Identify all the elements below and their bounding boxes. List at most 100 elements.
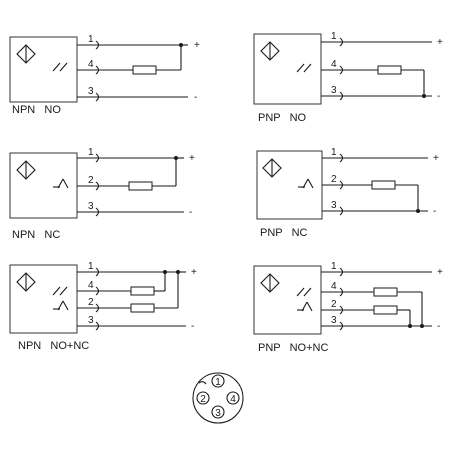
load-resistor — [371, 180, 396, 190]
connector-face — [192, 372, 244, 424]
nc-switch-icon — [297, 301, 313, 312]
no-switch-icon — [52, 62, 68, 72]
pin-number: 1 — [331, 147, 337, 158]
pin-number: 3 — [88, 315, 94, 326]
plug-contact — [339, 287, 344, 297]
proximity-sensor-icon — [260, 273, 280, 293]
plug-contact — [339, 153, 344, 163]
junction-dot — [408, 324, 412, 328]
pin-number: 1 — [88, 261, 94, 272]
diagram-npn-no: 1 4 3 + - NPN NO — [9, 34, 200, 116]
diagram-pnp-nc: 1 2 3 + - PNP NC — [256, 147, 439, 239]
diagram-pnp-no: 1 4 3 + - PNP NO — [253, 31, 443, 124]
load-resistor — [373, 305, 398, 315]
plug-contact — [95, 303, 100, 313]
plug-contact — [339, 321, 344, 331]
polarity-sign: + — [194, 40, 200, 51]
proximity-sensor-icon — [16, 44, 36, 64]
plug-contact — [95, 207, 100, 217]
proximity-sensor-icon — [16, 272, 36, 292]
pin-number: 2 — [331, 174, 337, 185]
pin-number: 1 — [88, 34, 94, 45]
sensor-body — [253, 265, 322, 335]
diagram-caption: PNP NO+NC — [258, 342, 328, 354]
polarity-sign: - — [433, 206, 436, 217]
connector-pin: 2 — [196, 391, 210, 405]
polarity-sign: + — [433, 153, 439, 164]
plug-contact — [95, 153, 100, 163]
diagram-caption: PNP NC — [260, 227, 308, 239]
load-resistor — [132, 65, 157, 75]
connector-pin-number: 4 — [230, 394, 236, 405]
plug-contact — [95, 65, 100, 75]
plug-contact — [339, 267, 344, 277]
pin-number: 2 — [88, 175, 94, 186]
polarity-sign: - — [189, 207, 192, 218]
pin-number: 4 — [88, 280, 94, 291]
polarity-sign: + — [437, 267, 443, 278]
coding-key — [198, 381, 207, 385]
connector-pin-number: 3 — [215, 408, 221, 419]
pin-number: 1 — [88, 147, 94, 158]
nc-switch-icon — [53, 178, 69, 189]
sensor-body — [256, 150, 323, 220]
sensor-body — [9, 36, 78, 103]
diagram-pnp-no-nc: 1 4 2 3 + - PNP NO+NC — [253, 261, 443, 354]
connector-pin: 1 — [211, 374, 225, 388]
plug-contact — [95, 286, 100, 296]
connector-pin-number: 1 — [215, 377, 221, 388]
plug-contact — [95, 321, 100, 331]
junction-dot — [422, 94, 426, 98]
plug-contact — [95, 40, 100, 50]
diagram-caption: PNP NO — [258, 112, 307, 124]
polarity-sign: - — [437, 321, 440, 332]
junction-dot — [416, 209, 420, 213]
sensor-body — [9, 264, 78, 334]
pin-number: 4 — [88, 59, 94, 70]
diagram-npn-nc: 1 2 3 + - NPN NC — [9, 147, 195, 241]
connector-pin: 4 — [226, 391, 240, 405]
plug-contact — [95, 181, 100, 191]
no-switch-icon — [296, 287, 312, 297]
sensor-body — [253, 33, 322, 105]
polarity-sign: + — [189, 153, 195, 164]
sensor-body — [9, 152, 78, 219]
proximity-sensor-icon — [16, 160, 36, 180]
nc-switch-icon — [53, 300, 69, 311]
pin-number: 2 — [88, 297, 94, 308]
diagram-caption: NPN NO — [12, 104, 61, 116]
connector-pin-number: 2 — [200, 394, 206, 405]
load-resistor — [130, 286, 155, 296]
no-switch-icon — [52, 286, 68, 296]
diagram-npn-no-nc: 1 4 2 3 + - NPN NO+NC — [9, 261, 197, 352]
polarity-sign: - — [194, 92, 197, 103]
nc-switch-icon — [298, 178, 314, 189]
polarity-sign: + — [191, 267, 197, 278]
pin-number: 2 — [331, 299, 337, 310]
plug-contact — [339, 305, 344, 315]
load-resistor — [377, 65, 402, 75]
junction-dot — [420, 324, 424, 328]
pin-number: 3 — [331, 200, 337, 211]
pin-number: 4 — [331, 281, 337, 292]
load-resistor — [373, 287, 398, 297]
pin-number: 3 — [88, 86, 94, 97]
pin-number: 3 — [88, 201, 94, 212]
connector-pin: 3 — [211, 405, 225, 419]
polarity-sign: + — [437, 37, 443, 48]
pin-number: 4 — [331, 59, 337, 70]
plug-contact — [339, 91, 344, 101]
no-switch-icon — [296, 63, 312, 73]
pin-number: 3 — [331, 85, 337, 96]
load-resistor — [128, 181, 153, 191]
pin-number: 1 — [331, 261, 337, 272]
pin-number: 1 — [331, 31, 337, 42]
pin-number: 3 — [331, 315, 337, 326]
polarity-sign: - — [437, 91, 440, 102]
plug-contact — [339, 206, 344, 216]
polarity-sign: - — [191, 321, 194, 332]
proximity-sensor-icon — [262, 158, 282, 178]
plug-contact — [339, 37, 344, 47]
